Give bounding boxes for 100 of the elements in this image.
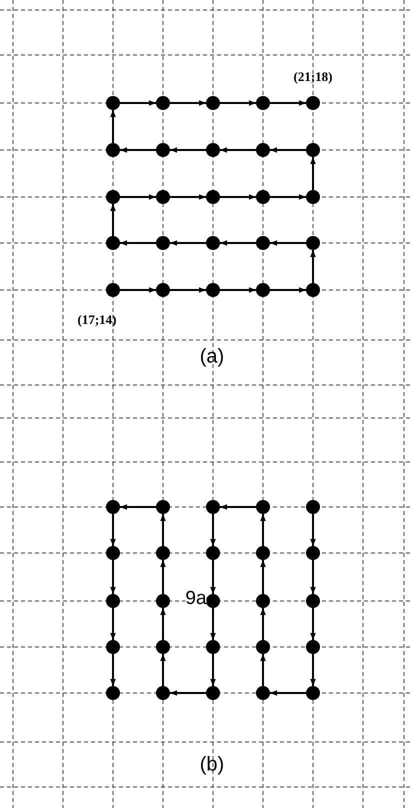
arrow <box>110 204 116 236</box>
grid-point <box>156 640 170 654</box>
grid-point <box>256 686 270 700</box>
arrow <box>270 147 306 153</box>
grid-point <box>206 500 220 514</box>
grid-point <box>306 96 320 110</box>
arrow <box>260 560 266 594</box>
arrow <box>110 654 116 686</box>
grid-point <box>106 236 120 250</box>
coordinate-label: (21;18) <box>294 69 332 85</box>
grid-point <box>256 594 270 608</box>
arrow <box>160 560 166 594</box>
arrow <box>170 690 206 696</box>
grid-point <box>206 546 220 560</box>
grid-point <box>206 640 220 654</box>
arrow <box>170 194 206 200</box>
grid-point <box>156 283 170 297</box>
grid-point <box>306 236 320 250</box>
arrow <box>120 100 156 106</box>
arrow <box>170 240 206 246</box>
arrow <box>160 608 166 640</box>
arrow <box>270 100 306 106</box>
grid-point <box>256 500 270 514</box>
arrow <box>310 560 316 594</box>
grid-point <box>306 190 320 204</box>
grid-point <box>256 283 270 297</box>
arrow <box>310 157 316 190</box>
grid-point <box>306 143 320 157</box>
panel-label: (a) <box>200 346 224 368</box>
grid-point <box>206 594 220 608</box>
arrow <box>160 514 166 546</box>
grid-point <box>206 686 220 700</box>
grid-point <box>256 236 270 250</box>
arrow <box>170 287 206 293</box>
grid-point <box>256 546 270 560</box>
grid-point <box>306 686 320 700</box>
grid-point <box>106 546 120 560</box>
arrow <box>270 194 306 200</box>
grid-point <box>256 640 270 654</box>
grid-point <box>156 190 170 204</box>
arrow <box>220 147 256 153</box>
grid-point <box>106 143 120 157</box>
arrow <box>120 504 156 510</box>
grid-point <box>106 96 120 110</box>
arrow <box>160 654 166 686</box>
arrow <box>220 100 256 106</box>
arrow <box>110 514 116 546</box>
arrow <box>260 514 266 546</box>
grid-point <box>106 594 120 608</box>
arrow <box>260 654 266 686</box>
arrow <box>260 608 266 640</box>
grid-point <box>306 546 320 560</box>
arrow <box>220 240 256 246</box>
arrow <box>210 514 216 546</box>
arrow <box>270 240 306 246</box>
arrow <box>120 194 156 200</box>
grid-point <box>106 686 120 700</box>
grid-point <box>256 143 270 157</box>
grid-point <box>156 686 170 700</box>
grid-point <box>106 283 120 297</box>
grid-point <box>156 594 170 608</box>
grid-point <box>206 143 220 157</box>
arrow <box>310 250 316 283</box>
arrow <box>120 240 156 246</box>
arrow <box>120 147 156 153</box>
grid-point <box>256 190 270 204</box>
grid-point <box>156 236 170 250</box>
grid-point <box>206 283 220 297</box>
arrow <box>210 654 216 686</box>
grid-point <box>106 500 120 514</box>
arrow <box>210 608 216 640</box>
grid-point <box>306 283 320 297</box>
grid-point <box>306 500 320 514</box>
arrow <box>110 560 116 594</box>
grid-point <box>156 500 170 514</box>
grid-point <box>306 640 320 654</box>
arrow <box>310 608 316 640</box>
arrow <box>310 654 316 686</box>
arrow <box>120 287 156 293</box>
grid-point <box>156 143 170 157</box>
grid-point <box>206 190 220 204</box>
arrow <box>210 560 216 594</box>
grid-point <box>206 236 220 250</box>
arrow <box>220 504 256 510</box>
grid-point <box>256 96 270 110</box>
arrow <box>110 110 116 143</box>
coordinate-label: (17;14) <box>78 312 116 328</box>
arrow <box>270 690 306 696</box>
arrow <box>270 287 306 293</box>
grid-point <box>106 640 120 654</box>
arrow <box>220 194 256 200</box>
grid-point <box>156 546 170 560</box>
panel-label: (b) <box>200 754 224 776</box>
arrow <box>310 514 316 546</box>
grid-point <box>156 96 170 110</box>
arrow <box>170 147 206 153</box>
arrow <box>220 287 256 293</box>
arrow <box>170 100 206 106</box>
arrow <box>110 608 116 640</box>
grid-point <box>206 96 220 110</box>
